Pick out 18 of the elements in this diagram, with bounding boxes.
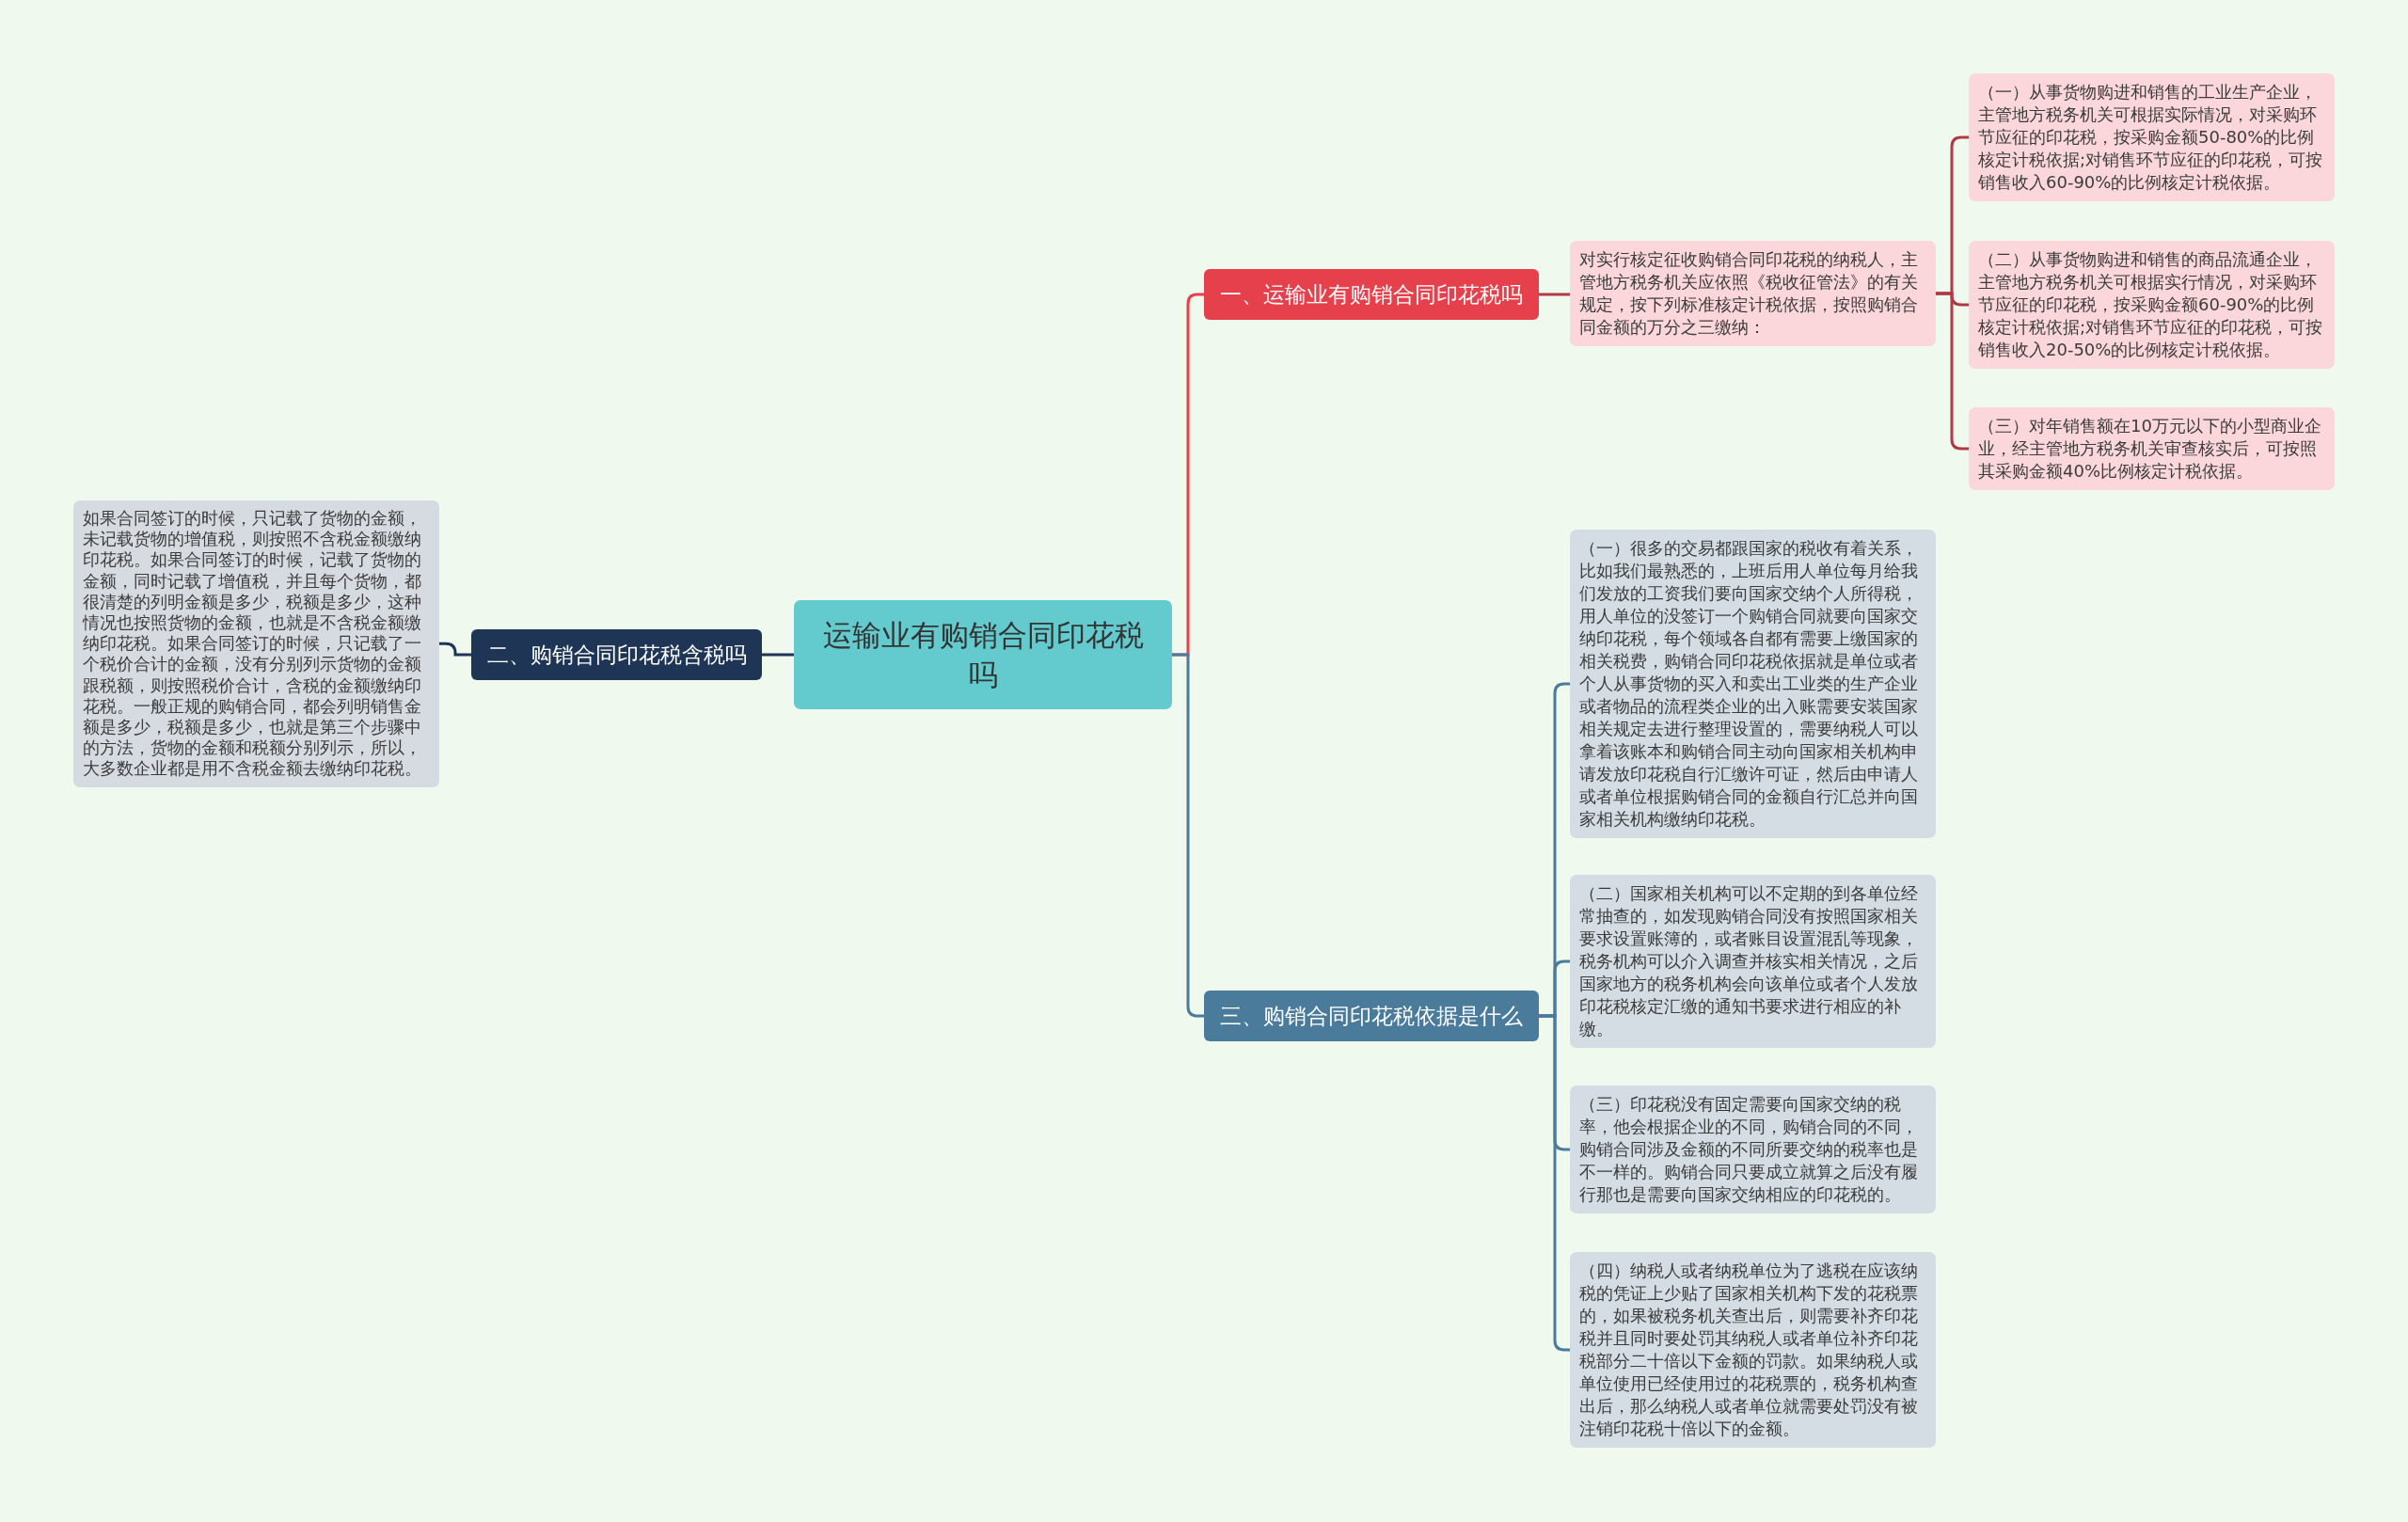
branch-box: 三、购销合同印花税依据是什么: [1204, 991, 1539, 1041]
branch-box: 一、运输业有购销合同印花税吗: [1204, 269, 1539, 320]
connector-line: [1936, 292, 1969, 451]
note-box: 如果合同签订的时候，只记载了货物的金额，未记载货物的增值税，则按照不含税金额缴纳印花税。如果合同签订的时候，记载了货物的金额，同时记载了增值税，并且每个货物，都很清楚的列明金额是多少，税额是多少，这种情况也按照货物的金额，也就是不含税金额缴纳印花税。如果合同签订的时候，只记载了一个税价合计的金额，没有分别列示货物的金额跟税额，则按照税价合计，含税的金额缴纳印花税。一般正规的购销合同，都会列明销售金额是多少，税额是多少，也就是第三个步骤中的方法，货物的金额和税额分别列示，所以，大多数企业都是用不含税金额去缴纳印花税。: [73, 500, 439, 787]
note-box: （三）印花税没有固定需要向国家交纳的税率，他会根据企业的不同，购销合同的不同，购销合同涉及金额的不同所要交纳的税率也是不一样的。购销合同只要成立就算之后没有履行那也是需要向国家交纳相应的印花税的。: [1570, 1086, 1936, 1213]
connector-line: [762, 653, 794, 657]
note-box: （一）从事货物购进和销售的工业生产企业，主管地方税务机关可根据实际情况，对采购环节应征的印花税，按采购金额50-80%的比例核定计税依据;对销售环节应征的印花税，可按销售收入60-90%的比例核定计税依据。: [1969, 73, 2335, 201]
note-box: （二）从事货物购进和销售的商品流通企业，主管地方税务机关可根据实行情况，对采购环节应征的印花税，按采购金额60-90%的比例核定计税依据;对销售环节应征的印花税，可按销售收入20-50%的比例核定计税依据。: [1969, 241, 2335, 369]
connector-line: [1539, 293, 1570, 296]
note-box: （三）对年销售额在10万元以下的小型商业企业，经主管地方税务机关审查核实后，可按照其采购金额40%比例核定计税依据。: [1969, 407, 2335, 490]
note-box: （一）很多的交易都跟国家的税收有着关系，比如我们最熟悉的，上班后用人单位每月给我们发放的工资我们要向国家交纳个人所得税，用人单位的没签订一个购销合同就要向国家交纳印花税，每个领域各自都有需要上缴国家的相关税费，购销合同印花税依据就是单位或者个人从事货物的买入和卖出工业类的生产企业或者物品的流程类企业的出入账需要安装国家相关规定去进行整理设置的，需要纳税人可以拿着该账本和购销合同主动向国家相关机构申请发放印花税自行汇缴许可证，然后由申请人或者单位根据购销合同的金额自行汇总并向国家相关机构缴纳印花税。: [1570, 530, 1936, 838]
note-box: （四）纳税人或者纳税单位为了逃税在应该纳税的凭证上少贴了国家相关机构下发的花税票的，如果被税务机关查出后，则需要补齐印花税并且同时要处罚其纳税人或者单位补齐印花税部分二十倍以下金额的罚款。如果纳税人或单位使用已经使用过的花税票的，税务机构查出后，那么纳税人或者单位就需要处罚没有被注销印花税十倍以下的金额。: [1570, 1252, 1936, 1448]
connector-line: [439, 642, 471, 657]
note-box: （二）国家相关机构可以不定期的到各单位经常抽查的，如发现购销合同没有按照国家相关要求设置账簿的，或者账目设置混乱等现象，税务机构可以介入调查并核实相关情况，之后国家地方的税务机构会向该单位或者个人发放印花税核定汇缴的通知书要求进行相应的补缴。: [1570, 875, 1936, 1048]
topic-box: 运输业有购销合同印花税吗: [794, 600, 1172, 709]
note-box: 对实行核定征收购销合同印花税的纳税人，主管地方税务机关应依照《税收征管法》的有关规定，按下列标准核定计税依据，按照购销合同金额的万分之三缴纳：: [1570, 241, 1936, 346]
connector-line: [1539, 1014, 1570, 1352]
branch-box: 二、购销合同印花税含税吗: [471, 629, 762, 680]
